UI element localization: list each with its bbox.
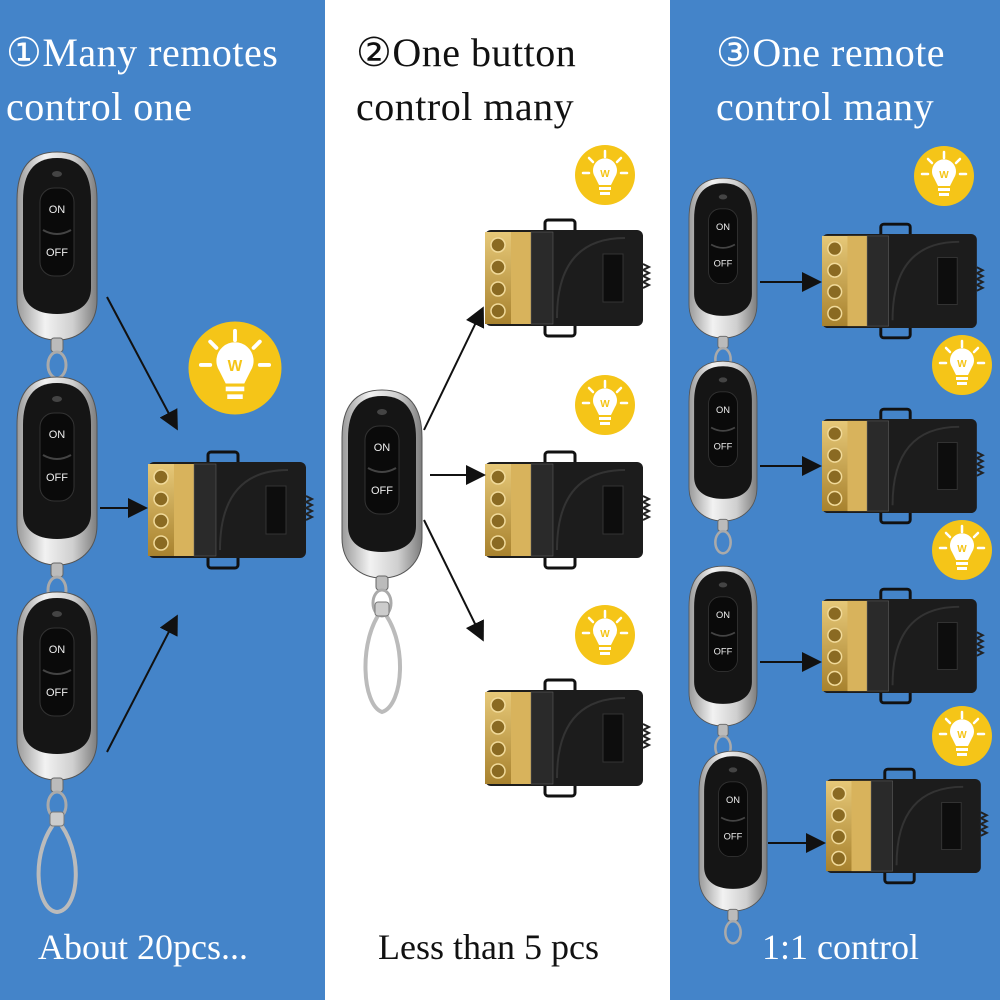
relay-receiver — [820, 222, 985, 340]
panel-1-title-line1: Many remotes — [42, 30, 279, 75]
panel-2-number: ② — [356, 30, 393, 75]
remote-fob — [340, 388, 424, 618]
light-bulb-icon — [573, 143, 637, 207]
panel-3-title-line2: control many — [716, 84, 935, 129]
panel-3-title-line1: One remote — [752, 30, 946, 75]
arrow — [423, 306, 485, 431]
remote-fob — [687, 564, 759, 760]
remote-fob — [15, 150, 99, 380]
light-bulb-icon — [930, 518, 994, 582]
remote-fob — [15, 375, 99, 605]
panel-3-number: ③ — [716, 30, 753, 75]
keychain-clasp — [363, 601, 402, 715]
panel-2-footer: Less than 5 pcs — [378, 927, 599, 967]
relay-receiver — [483, 678, 651, 798]
light-bulb-icon — [573, 603, 637, 667]
remote-fob — [687, 176, 759, 372]
panel-2-title-line2: control many — [356, 84, 575, 129]
remote-fob — [697, 749, 769, 945]
light-bulb-icon — [573, 373, 637, 437]
relay-receiver — [483, 450, 651, 570]
relay-receiver — [146, 450, 314, 570]
arrow — [106, 614, 178, 753]
panel-2-title: ②One button control many — [356, 26, 576, 134]
light-bulb-icon — [930, 704, 994, 768]
relay-receiver — [824, 767, 989, 885]
remote-fob — [15, 590, 99, 820]
light-bulb-icon — [186, 319, 284, 417]
relay-receiver — [820, 587, 985, 705]
light-bulb-icon — [912, 144, 976, 208]
panel-3-footer: 1:1 control — [762, 927, 919, 967]
panel-1-title: ①Many remotes control one — [6, 26, 278, 134]
relay-receiver — [820, 407, 985, 525]
relay-receiver — [483, 218, 651, 338]
panel-3-title: ③One remote control many — [716, 26, 945, 134]
panel-2-title-line1: One button — [392, 30, 577, 75]
light-bulb-icon — [930, 333, 994, 397]
arrow — [423, 519, 484, 642]
keychain-clasp — [36, 811, 78, 915]
remote-fob — [687, 359, 759, 555]
panel-1-number: ① — [6, 30, 43, 75]
panel-1-footer: About 20pcs... — [38, 927, 248, 967]
panel-1-title-line2: control one — [6, 84, 193, 129]
arrow — [106, 296, 178, 431]
